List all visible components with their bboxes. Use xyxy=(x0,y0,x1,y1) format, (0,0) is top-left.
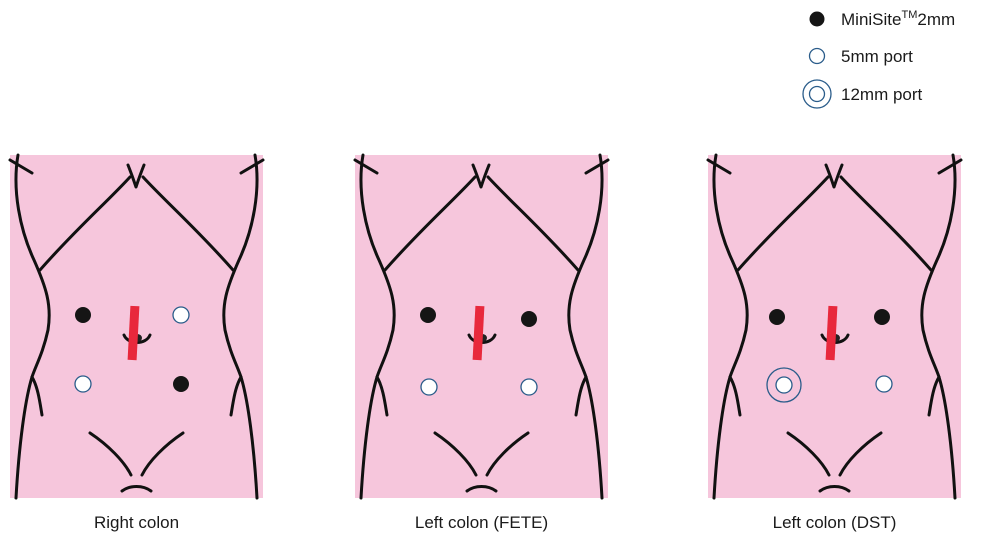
legend-label-minisite-sup: TM xyxy=(901,9,917,21)
minisite-port-lower-right xyxy=(173,376,189,392)
legend-label-5mm-port: 5mm port xyxy=(841,47,913,66)
minisite-port-upper-left xyxy=(75,307,91,323)
panel-caption-left-colon-fete: Left colon (FETE) xyxy=(415,513,548,532)
port-5mm-marker-icon xyxy=(810,49,825,64)
svg-text:MiniSiteTM2mm: MiniSiteTM2mm xyxy=(841,9,955,29)
panel-caption-right-colon: Right colon xyxy=(94,513,179,532)
port-5mm-lower-left xyxy=(421,379,437,395)
port-12mm-outer-marker-icon xyxy=(803,80,831,108)
minisite-marker-icon xyxy=(810,12,825,27)
minisite-port-upper-left xyxy=(769,309,785,325)
legend: MiniSiteTM2mm 5mm port 12mm port xyxy=(803,9,955,108)
minisite-port-upper-left xyxy=(420,307,436,323)
legend-item-minisite: MiniSiteTM2mm xyxy=(810,9,956,29)
legend-label-minisite: MiniSite xyxy=(841,10,901,29)
minisite-port-upper-right xyxy=(874,309,890,325)
port-5mm-lower-left xyxy=(75,376,91,392)
legend-item-5mm-port: 5mm port xyxy=(810,47,914,66)
torso-panel-right-colon xyxy=(10,155,263,498)
panel-caption-left-colon-dst: Left colon (DST) xyxy=(773,513,897,532)
port-5mm-upper-right xyxy=(173,307,189,323)
legend-item-12mm-port: 12mm port xyxy=(803,80,923,108)
torso-panels: Right colon Left colon (FETE) Left colon (… xyxy=(10,155,961,532)
torso-panel-left-colon-dst xyxy=(708,155,961,498)
port-12mm-inner-lower-left xyxy=(776,377,792,393)
port-5mm-lower-right xyxy=(521,379,537,395)
legend-label-minisite-suffix: 2mm xyxy=(917,10,955,29)
minisite-port-upper-right xyxy=(521,311,537,327)
port-5mm-lower-right xyxy=(876,376,892,392)
torso-panel-left-colon-fete xyxy=(355,155,608,498)
legend-label-12mm-port: 12mm port xyxy=(841,85,923,104)
